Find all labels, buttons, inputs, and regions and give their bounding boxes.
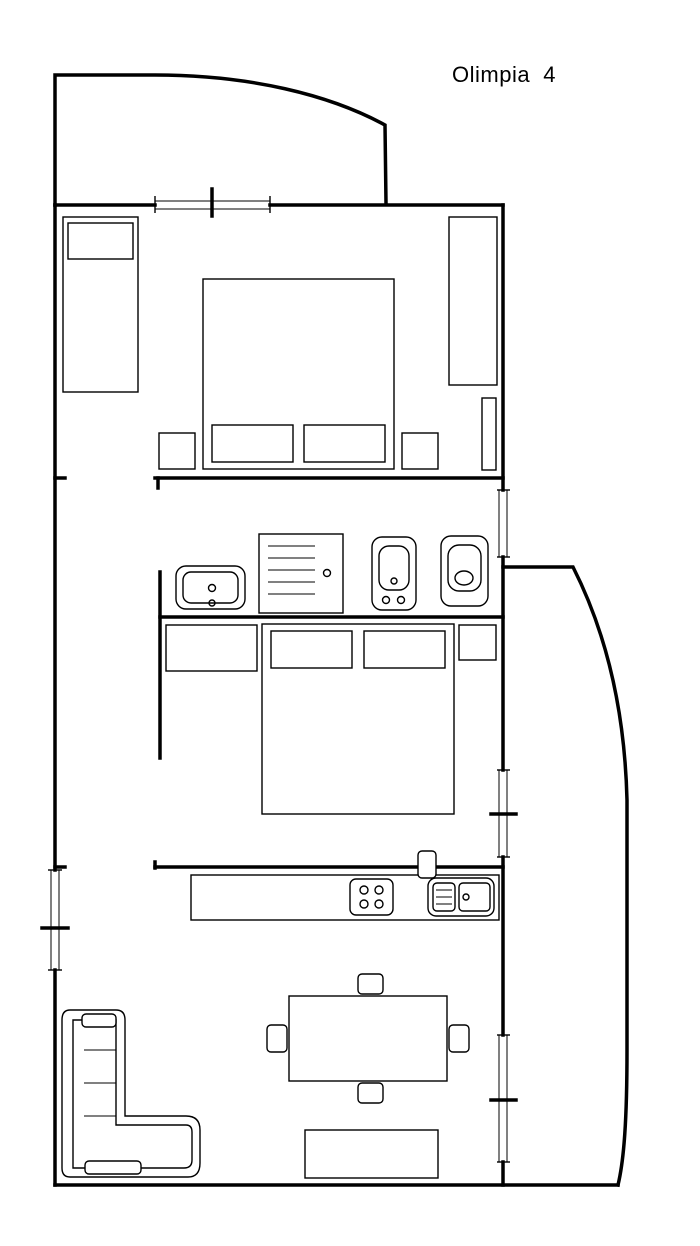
bidet (371, 536, 417, 611)
openings (40, 187, 518, 1187)
plan-title: Olimpia 4 (452, 62, 557, 87)
tv-cabinet (304, 1129, 439, 1179)
second-bedroom-furniture (165, 623, 497, 815)
kitchen (190, 850, 500, 921)
washbasin (175, 565, 246, 610)
walls (53, 73, 629, 1188)
dining-table (288, 995, 448, 1082)
shelf (481, 397, 497, 471)
kitchen-sink (427, 877, 495, 917)
bedroom-furniture (62, 216, 498, 471)
living-dining (61, 973, 470, 1179)
left-window (40, 869, 70, 971)
hob (349, 878, 394, 916)
right-door-upper (497, 489, 510, 558)
shower-tray (258, 533, 344, 614)
nightstand-right (401, 432, 439, 470)
right-balcony-wall (501, 565, 629, 1188)
kitchen-stool (417, 850, 437, 879)
chair-right (448, 1024, 470, 1053)
wardrobe (448, 216, 498, 386)
single-bed (62, 216, 139, 393)
double-bed-2 (261, 623, 455, 815)
right-window-middle (489, 769, 518, 858)
right-window-lower (489, 1034, 518, 1187)
nightstand (458, 624, 497, 661)
top-window (154, 187, 271, 218)
top-balcony-wall (53, 73, 388, 207)
bathroom-fixtures (175, 533, 489, 614)
nightstand-left (158, 432, 196, 470)
toilet (440, 535, 489, 607)
chair-top (357, 973, 384, 995)
dresser (165, 624, 258, 672)
corner-sofa (61, 1009, 201, 1178)
chair-left (266, 1024, 288, 1053)
double-bed (202, 278, 395, 470)
chair-bottom (357, 1082, 384, 1104)
